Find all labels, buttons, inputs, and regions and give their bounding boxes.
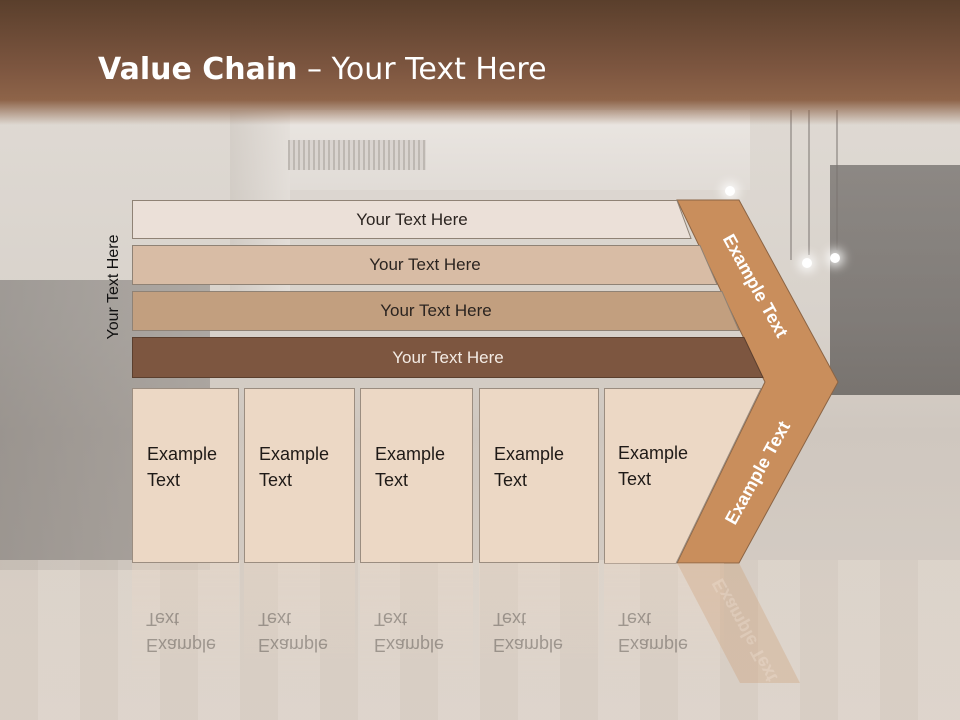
box-2-line-2: Text xyxy=(259,470,293,490)
row-label-3: Your Text Here xyxy=(380,301,492,320)
row-label-1: Your Text Here xyxy=(356,209,468,229)
row-label-2: Your Text Here xyxy=(369,255,481,274)
box-1-line-2: Text xyxy=(147,470,181,490)
background-cable xyxy=(790,110,792,260)
background-cable xyxy=(836,110,838,250)
title-rest: – Your Text Here xyxy=(297,52,547,87)
row-bar-3: Your Text Here xyxy=(132,291,740,331)
activity-box-5 xyxy=(604,388,762,564)
background-cable xyxy=(808,110,810,255)
background-light xyxy=(830,253,840,263)
row-bar-4: Your Text Here xyxy=(132,337,764,378)
box-1-line-1: Example xyxy=(147,444,218,464)
slide-title: Value Chain – Your Text Here xyxy=(98,52,547,87)
row-bar-2: Your Text Here xyxy=(132,245,718,285)
box-2-line-1: Example xyxy=(259,444,330,464)
box-4-line-1: Example xyxy=(494,444,565,464)
box-3-line-2: Text xyxy=(375,470,409,490)
box-3-line-1: Example xyxy=(375,444,446,464)
title-banner xyxy=(0,0,960,125)
background-light xyxy=(725,186,735,196)
background-floor xyxy=(0,560,960,720)
box-5-line-2: Text xyxy=(618,469,652,489)
row-label-4: Your Text Here xyxy=(392,347,504,367)
background-light xyxy=(802,258,812,268)
box-5-line-1: Example xyxy=(618,443,689,463)
background-vent xyxy=(288,140,426,170)
box-4-line-2: Text xyxy=(494,470,528,490)
title-bold: Value Chain xyxy=(98,52,298,87)
row-bar-1: Your Text Here xyxy=(132,200,692,239)
background-panel xyxy=(830,165,960,395)
